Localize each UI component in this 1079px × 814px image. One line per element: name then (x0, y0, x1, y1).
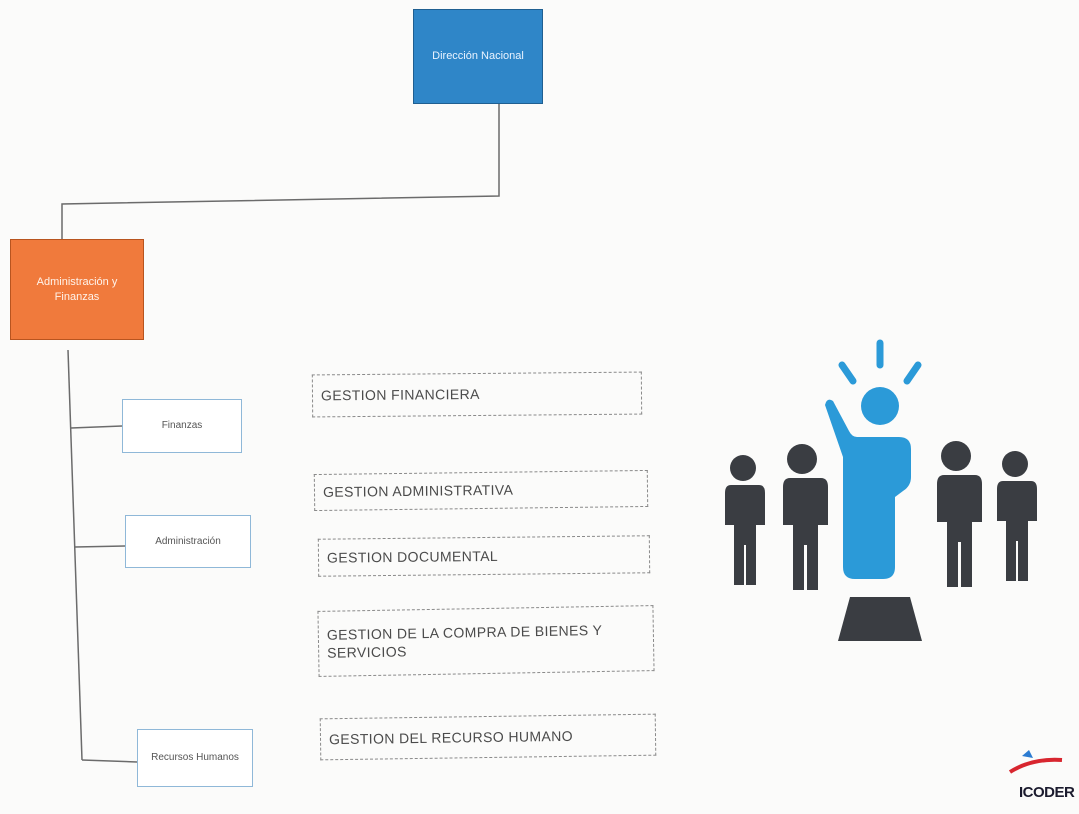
connector-director-to-admin (61, 104, 500, 239)
node-label: Dirección Nacional (432, 50, 524, 63)
connector-to-recursos-humanos (81, 759, 138, 763)
connector-to-finanzas (70, 425, 123, 429)
logo-text: ICODER (1019, 784, 1075, 801)
function-label: GESTION DOCUMENTAL (326, 547, 499, 566)
node-direccion-nacional[interactable]: Dirección Nacional (413, 9, 543, 104)
node-finanzas[interactable]: Finanzas (122, 399, 242, 453)
node-label: Recursos Humanos (151, 752, 239, 764)
connector-to-administracion (74, 545, 126, 548)
function-box-gestion-documental: GESTION DOCUMENTAL (317, 535, 651, 577)
node-label: Administración (155, 535, 221, 547)
node-label: Administración y Finanzas (36, 275, 118, 303)
node-administracion[interactable]: Administración (125, 515, 251, 568)
function-box-gestion-compras: GESTION DE LA COMPRA DE BIENES Y SERVICI… (317, 605, 655, 677)
node-administracion-finanzas[interactable]: Administración y Finanzas (10, 239, 144, 340)
function-box-gestion-administrativa: GESTION ADMINISTRATIVA (313, 469, 649, 512)
node-label: Finanzas (161, 420, 203, 432)
leader-among-people-icon (725, 339, 1037, 641)
function-label: GESTION ADMINISTRATIVA (322, 482, 514, 501)
connector-vertical-trunk (67, 349, 83, 761)
function-label: GESTION DE LA COMPRA DE BIENES Y SERVICI… (326, 621, 603, 661)
node-recursos-humanos[interactable]: Recursos Humanos (137, 729, 253, 787)
function-box-gestion-recurso-humano: GESTION DEL RECURSO HUMANO (319, 713, 657, 761)
function-label: GESTION FINANCIERA (320, 386, 480, 404)
function-box-gestion-financiera: GESTION FINANCIERA (311, 371, 643, 418)
icoder-logo-icon (1008, 750, 1063, 774)
function-label: GESTION DEL RECURSO HUMANO (328, 727, 574, 748)
